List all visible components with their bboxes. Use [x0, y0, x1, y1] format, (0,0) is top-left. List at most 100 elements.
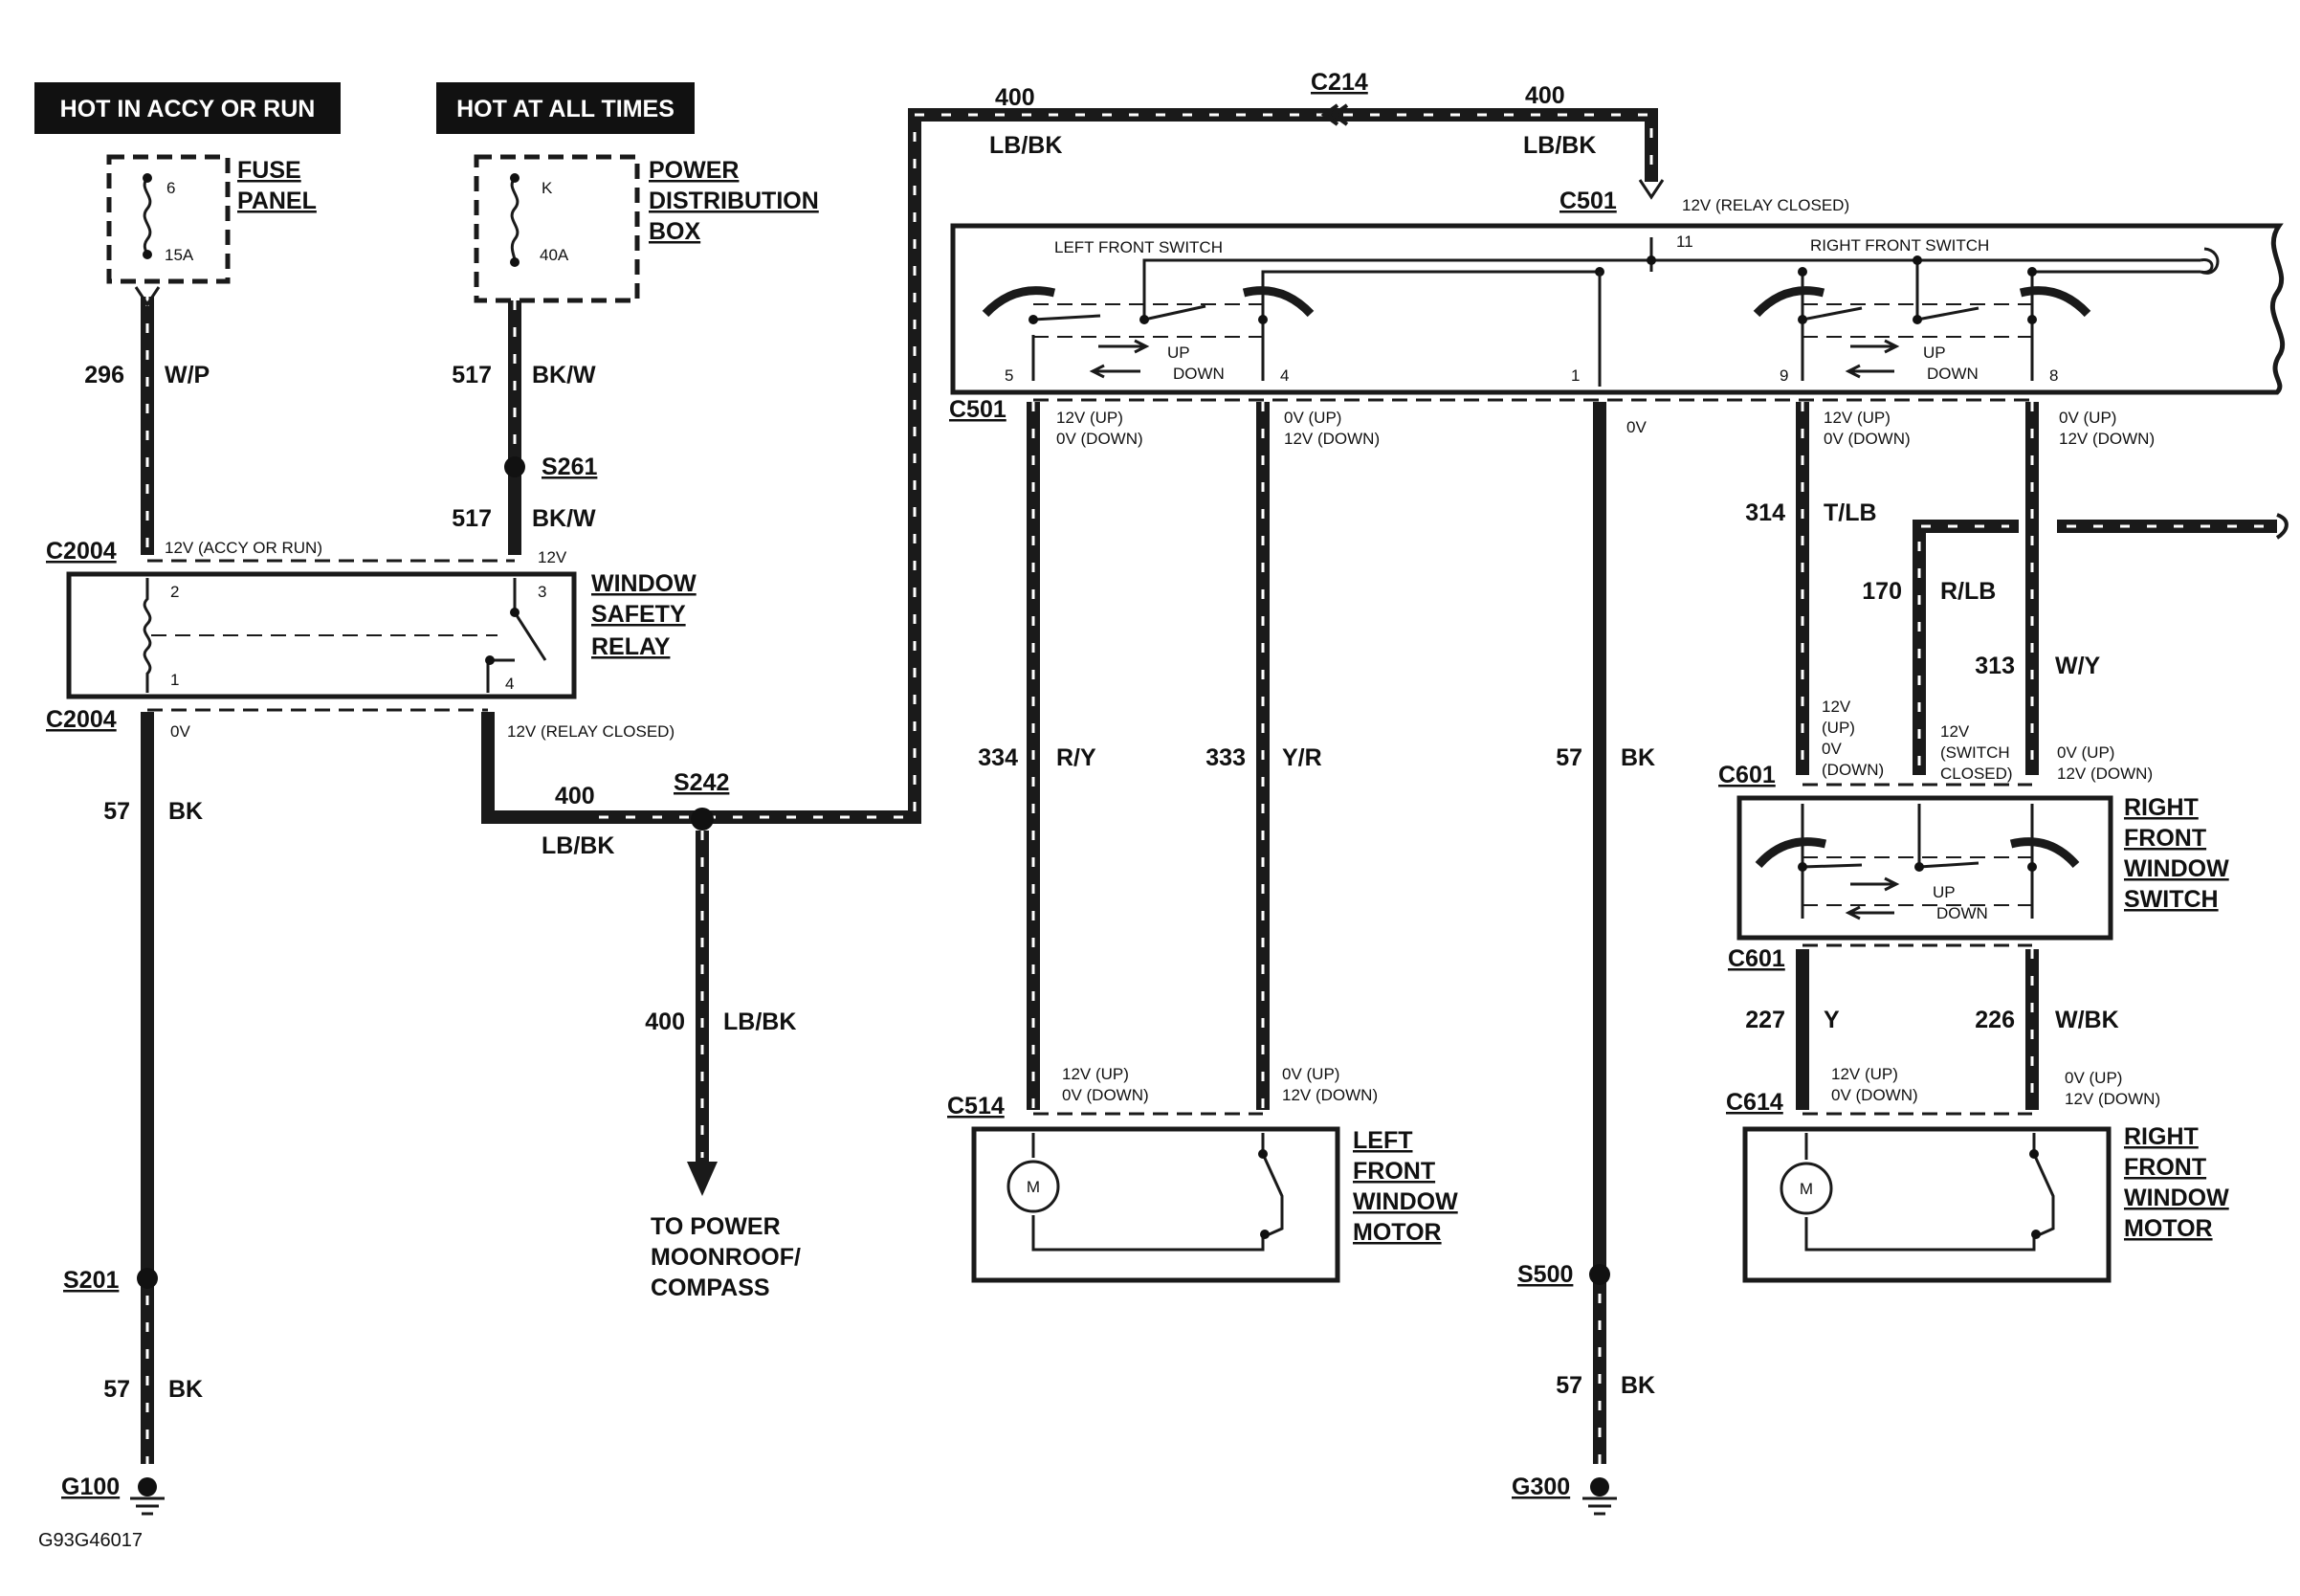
relay-label-2: SAFETY	[591, 601, 686, 628]
header-hot-accy-run: HOT IN ACCY OR RUN	[34, 82, 341, 134]
window-safety-relay: 2 1 3 4 WINDOW SAFETY RELAY	[66, 570, 697, 699]
master-window-switch: LEFT FRONT SWITCH RIGHT FRONT SWITCH 11 …	[950, 223, 2286, 395]
voltage-c501-pin4-1: 0V (UP)	[1284, 409, 1341, 427]
wire-227-color: Y	[1824, 1007, 1840, 1033]
wire-296-color: W/P	[165, 362, 210, 388]
left-switch-pin1: 1	[1571, 366, 1580, 385]
splice-s201	[137, 1268, 158, 1289]
relay-label-3: RELAY	[591, 633, 671, 660]
wire-226-color: W/BK	[2055, 1007, 2119, 1033]
destination-line-2: MOONROOF/	[651, 1244, 801, 1271]
wire-400d-color: LB/BK	[1523, 132, 1596, 159]
connector-c501-top-label: C501	[1559, 188, 1617, 214]
voltage-c501-pin5-2: 0V (DOWN)	[1056, 430, 1143, 448]
relay-pin3: 3	[538, 583, 546, 601]
wire-400c-color: LB/BK	[989, 132, 1062, 159]
pdb-label-1: POWER	[649, 157, 739, 184]
wire-400a-circuit: 400	[555, 783, 595, 809]
wire-57a-color: BK	[168, 798, 203, 825]
wire-333-color: Y/R	[1282, 744, 1322, 771]
right-switch-down: DOWN	[1927, 365, 1979, 383]
fuse-rating: 15A	[165, 246, 194, 264]
right-front-window-switch: UP DOWN	[1736, 795, 2113, 941]
voltage-c614-b-2: 12V (DOWN)	[2065, 1090, 2160, 1108]
voltage-relay-pin3: 12V	[538, 548, 567, 566]
right-motor-label-3: WINDOW	[2124, 1185, 2229, 1211]
voltage-c2004-pin1: 0V	[170, 722, 190, 741]
fuse-number: 6	[166, 179, 175, 197]
fuse-panel-label-1: FUSE	[237, 157, 301, 184]
relay-pin4: 4	[505, 675, 514, 693]
wire-57c-color: BK	[1621, 744, 1655, 771]
voltage-c2004-pin4: 12V (RELAY CLOSED)	[507, 722, 675, 741]
voltage-c501-pin9-1: 12V (UP)	[1824, 409, 1891, 427]
rfw-switch-label-2: FRONT	[2124, 825, 2206, 852]
voltage-c501-top: 12V (RELAY CLOSED)	[1682, 196, 1849, 214]
left-motor-label-3: WINDOW	[1353, 1188, 1458, 1215]
wire-313-circuit: 313	[1975, 653, 2015, 679]
voltage-c501-pin4-2: 12V (DOWN)	[1284, 430, 1380, 448]
wire-333-circuit: 333	[1205, 744, 1246, 771]
ground-g100	[130, 1477, 165, 1516]
fuse-panel-label-2: PANEL	[237, 188, 317, 214]
destination-line-3: COMPASS	[651, 1275, 770, 1301]
left-front-switch-title: LEFT FRONT SWITCH	[1054, 238, 1223, 256]
relay-pin2: 2	[170, 583, 179, 601]
destination-line-1: TO POWER	[651, 1213, 781, 1240]
wire-57b-color: BK	[168, 1376, 203, 1403]
left-switch-pin4: 4	[1280, 366, 1289, 385]
rfw-switch-down: DOWN	[1936, 904, 1988, 922]
wire-517a-circuit: 517	[452, 362, 492, 388]
header-hot-all-times-text: HOT AT ALL TIMES	[456, 96, 675, 122]
left-motor-label-2: FRONT	[1353, 1158, 1435, 1185]
voltage-c501-pin8-1: 0V (UP)	[2059, 409, 2116, 427]
pdb-fuse-rating: 40A	[540, 246, 569, 264]
connector-c501-bottom-label: C501	[949, 396, 1006, 423]
wire-400a-color: LB/BK	[542, 832, 614, 859]
voltage-c601-b-3: CLOSED)	[1940, 765, 2013, 783]
voltage-c614-b-1: 0V (UP)	[2065, 1069, 2122, 1087]
right-motor-label-2: FRONT	[2124, 1154, 2206, 1181]
wire-400d-circuit: 400	[1525, 82, 1565, 109]
right-motor-label-1: RIGHT	[2124, 1123, 2199, 1150]
connector-c614-label: C614	[1726, 1089, 1783, 1116]
connector-c2004-top-label: C2004	[46, 538, 117, 565]
right-front-switch-title: RIGHT FRONT SWITCH	[1810, 236, 1989, 255]
connector-pin-fuse-out	[134, 286, 161, 307]
left-switch-up: UP	[1167, 344, 1190, 362]
voltage-c601-a-3: 0V	[1822, 740, 1842, 758]
wire-57b-circuit: 57	[103, 1376, 130, 1403]
left-motor-label-1: LEFT	[1353, 1127, 1413, 1154]
voltage-c601-a-2: (UP)	[1822, 719, 1855, 737]
pdb-label-3: BOX	[649, 218, 701, 245]
wire-226-circuit: 226	[1975, 1007, 2015, 1033]
relay-label-1: WINDOW	[591, 570, 697, 597]
voltage-c514-b-1: 0V (UP)	[1282, 1065, 1339, 1083]
right-switch-pin8: 8	[2049, 366, 2058, 385]
wire-517b-circuit: 517	[452, 505, 492, 532]
right-motor-label-4: MOTOR	[2124, 1215, 2213, 1242]
ground-g300	[1582, 1477, 1617, 1516]
voltage-c601-c-1: 0V (UP)	[2057, 743, 2114, 762]
header-hot-all-times: HOT AT ALL TIMES	[436, 82, 695, 134]
pdb-label-2: DISTRIBUTION	[649, 188, 819, 214]
connector-c2004-bottom-label: C2004	[46, 706, 117, 733]
voltage-c514-a-1: 12V (UP)	[1062, 1065, 1129, 1083]
rfw-switch-label-3: WINDOW	[2124, 855, 2229, 882]
wire-517a-color: BK/W	[532, 362, 596, 388]
right-switch-pin9: 9	[1780, 366, 1788, 385]
wire-400b-color: LB/BK	[723, 1009, 796, 1035]
wire-57a-circuit: 57	[103, 798, 130, 825]
fuse-panel: 6 15A FUSE PANEL	[106, 154, 317, 284]
wire-400b-circuit: 400	[645, 1009, 685, 1035]
left-motor-symbol: M	[1027, 1178, 1040, 1196]
voltage-c514-a-2: 0V (DOWN)	[1062, 1086, 1149, 1104]
splice-s242-label: S242	[674, 769, 729, 796]
voltage-c601-a-4: (DOWN)	[1822, 761, 1884, 779]
voltage-c501-pin1: 0V	[1626, 418, 1647, 436]
ground-g300-label: G300	[1512, 1474, 1570, 1500]
left-motor-label-4: MOTOR	[1353, 1219, 1442, 1246]
connector-c214	[1320, 103, 1349, 126]
left-switch-down: DOWN	[1173, 365, 1225, 383]
